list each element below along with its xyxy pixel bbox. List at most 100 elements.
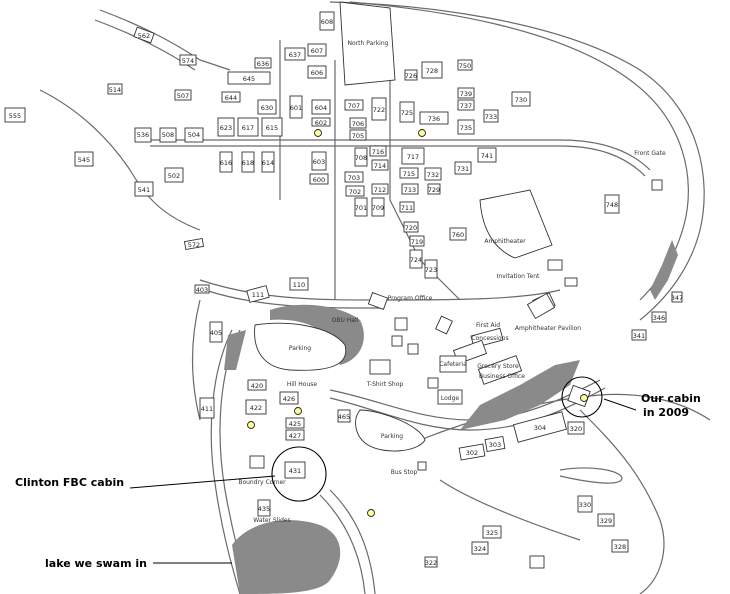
svg-text:623: 623	[220, 124, 232, 132]
svg-text:328: 328	[614, 543, 626, 551]
cafeteria-label: Cafeteria	[439, 361, 467, 368]
svg-text:739: 739	[460, 90, 472, 98]
business-office-label: Business Office	[479, 373, 525, 380]
svg-text:110: 110	[293, 281, 305, 289]
svg-text:536: 536	[137, 131, 149, 139]
svg-text:723: 723	[425, 266, 437, 274]
svg-text:707: 707	[348, 102, 360, 110]
svg-text:725: 725	[401, 109, 413, 117]
svg-text:618: 618	[242, 159, 254, 167]
svg-text:722: 722	[373, 106, 385, 114]
amphitheater-label: Amphitheater	[484, 238, 526, 245]
tshirt-shop-label: T-Shirt Shop	[366, 381, 404, 388]
our-cabin-label-line2: in 2009	[643, 406, 689, 419]
svg-text:708: 708	[355, 154, 367, 162]
svg-text:760: 760	[452, 231, 464, 239]
svg-text:422: 422	[250, 404, 262, 412]
svg-text:508: 508	[162, 131, 174, 139]
svg-text:325: 325	[486, 529, 498, 537]
svg-text:608: 608	[321, 18, 333, 26]
svg-text:303: 303	[489, 441, 501, 449]
obu-hall-label: OBU Hall	[332, 317, 359, 324]
cabin-marker	[580, 394, 588, 402]
cabin-marker	[314, 129, 322, 137]
svg-text:427: 427	[289, 432, 301, 440]
svg-text:617: 617	[242, 124, 254, 132]
svg-text:606: 606	[311, 69, 323, 77]
svg-text:347: 347	[671, 294, 683, 302]
svg-text:630: 630	[261, 104, 273, 112]
svg-text:732: 732	[427, 171, 439, 179]
svg-text:111: 111	[252, 291, 264, 299]
svg-text:748: 748	[606, 201, 618, 209]
svg-text:728: 728	[426, 67, 438, 75]
svg-text:735: 735	[460, 124, 472, 132]
svg-text:514: 514	[109, 86, 121, 94]
svg-text:600: 600	[313, 176, 325, 184]
cabin-marker	[418, 129, 426, 137]
lodge-label: Lodge	[441, 395, 460, 402]
cabin-marker	[367, 509, 375, 517]
svg-text:726: 726	[405, 72, 417, 80]
svg-text:341: 341	[633, 332, 645, 340]
front-gate-label: Front Gate	[634, 150, 666, 157]
svg-text:555: 555	[9, 112, 21, 120]
svg-text:572: 572	[188, 241, 200, 249]
svg-text:425: 425	[289, 420, 301, 428]
concessions-label: Concessions	[471, 335, 508, 342]
svg-text:431: 431	[289, 467, 301, 475]
svg-text:616: 616	[220, 159, 232, 167]
svg-text:607: 607	[311, 47, 323, 55]
svg-text:330: 330	[579, 501, 591, 509]
svg-text:615: 615	[266, 124, 278, 132]
water-slides-label: Water Slides	[253, 517, 290, 524]
svg-text:701: 701	[355, 204, 367, 212]
water-features	[224, 240, 678, 594]
svg-text:636: 636	[257, 60, 269, 68]
svg-text:731: 731	[457, 165, 469, 173]
svg-text:719: 719	[411, 238, 423, 246]
clinton-cabin-leader	[129, 475, 276, 489]
svg-text:329: 329	[600, 517, 612, 525]
svg-text:736: 736	[428, 115, 440, 123]
cabin-marker	[294, 407, 302, 415]
hill-house-label: Hill House	[287, 381, 318, 388]
boundry-corner-label: Boundry Corner	[238, 479, 286, 486]
svg-text:411: 411	[201, 405, 213, 413]
svg-text:403: 403	[196, 286, 208, 294]
svg-text:741: 741	[481, 152, 493, 160]
svg-text:703: 703	[348, 174, 360, 182]
svg-text:604: 604	[315, 104, 327, 112]
svg-text:713: 713	[404, 186, 416, 194]
svg-text:502: 502	[168, 172, 180, 180]
cabin-markers	[247, 129, 588, 517]
svg-text:729: 729	[428, 186, 440, 194]
north-parking-label: North Parking	[348, 40, 389, 47]
svg-text:705: 705	[352, 132, 364, 140]
svg-text:724: 724	[410, 256, 422, 264]
lake-label: lake we swam in	[45, 557, 147, 570]
svg-text:465: 465	[338, 413, 350, 421]
svg-text:702: 702	[349, 188, 361, 196]
svg-text:717: 717	[407, 153, 419, 161]
river-right	[460, 360, 580, 430]
svg-text:602: 602	[315, 119, 327, 127]
invitation-tent-label: Invitation Tent	[497, 273, 540, 280]
svg-text:322: 322	[425, 559, 437, 567]
pond-left	[224, 330, 246, 370]
svg-text:435: 435	[258, 505, 270, 513]
our-cabin-label-line1: Our cabin	[641, 392, 701, 405]
parking-lower-label: Parking	[381, 433, 403, 440]
svg-text:545: 545	[78, 156, 90, 164]
stream-upper-right	[650, 240, 678, 300]
svg-text:637: 637	[289, 51, 301, 59]
svg-text:346: 346	[653, 314, 665, 322]
first-aid-label: First Aid	[476, 322, 500, 329]
svg-text:324: 324	[474, 545, 486, 553]
lake-inlet	[236, 535, 248, 558]
clinton-cabin-label: Clinton FBC cabin	[15, 476, 124, 489]
svg-text:574: 574	[182, 57, 194, 65]
lake	[232, 520, 341, 594]
program-office-label: Program Office	[388, 295, 433, 302]
